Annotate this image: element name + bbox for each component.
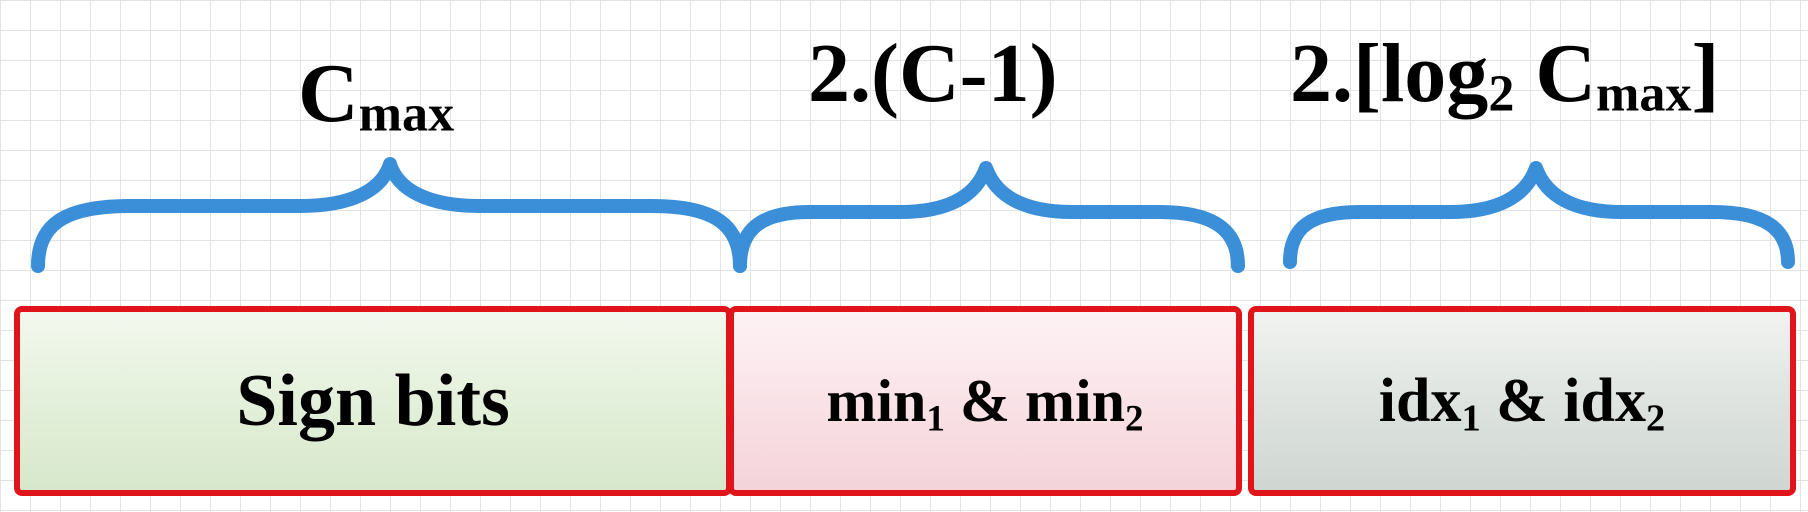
size-label-index-bits: 2.[log2 Cmax] [1290, 32, 1719, 120]
field-min-values-label: min1 & min2 [826, 367, 1144, 439]
field-sign-bits-label: Sign bits [236, 359, 510, 442]
size-label-cmax: Cmax [298, 52, 454, 140]
field-min-part1: min [826, 367, 927, 434]
size-label-index-prefix: 2.[log [1290, 27, 1489, 120]
field-min-sub2: 2 [1125, 397, 1144, 439]
brace-sign-bits [31, 157, 747, 273]
field-idx-part1: idx [1378, 366, 1462, 435]
size-label-cmax-sub: max [358, 85, 455, 143]
size-label-index-max-sub: max [1596, 65, 1692, 123]
size-label-index-suffix: ] [1691, 27, 1720, 120]
size-label-cmax-main: C [298, 47, 359, 140]
size-label-index-log-base: 2 [1488, 65, 1515, 123]
field-sign-bits: Sign bits [14, 306, 732, 496]
field-index-values: idx1 & idx2 [1248, 306, 1796, 496]
field-idx-sub2: 2 [1646, 397, 1666, 440]
field-idx-sub1: 1 [1461, 397, 1481, 440]
field-min-sub1: 1 [926, 397, 945, 439]
brace-index-bits [1283, 161, 1795, 269]
field-index-values-label: idx1 & idx2 [1378, 366, 1666, 440]
size-label-min-values: 2.(C-1) [808, 32, 1058, 116]
field-idx-joiner: & [1480, 366, 1564, 435]
size-label-min-values-text: 2.(C-1) [808, 27, 1058, 120]
field-idx-part2: idx [1563, 366, 1647, 435]
size-label-index-middle: C [1514, 27, 1597, 120]
field-min-part2: min [1024, 367, 1126, 434]
brace-min-values [733, 161, 1245, 273]
field-min-values: min1 & min2 [728, 306, 1242, 496]
field-min-joiner: & [945, 367, 1025, 434]
